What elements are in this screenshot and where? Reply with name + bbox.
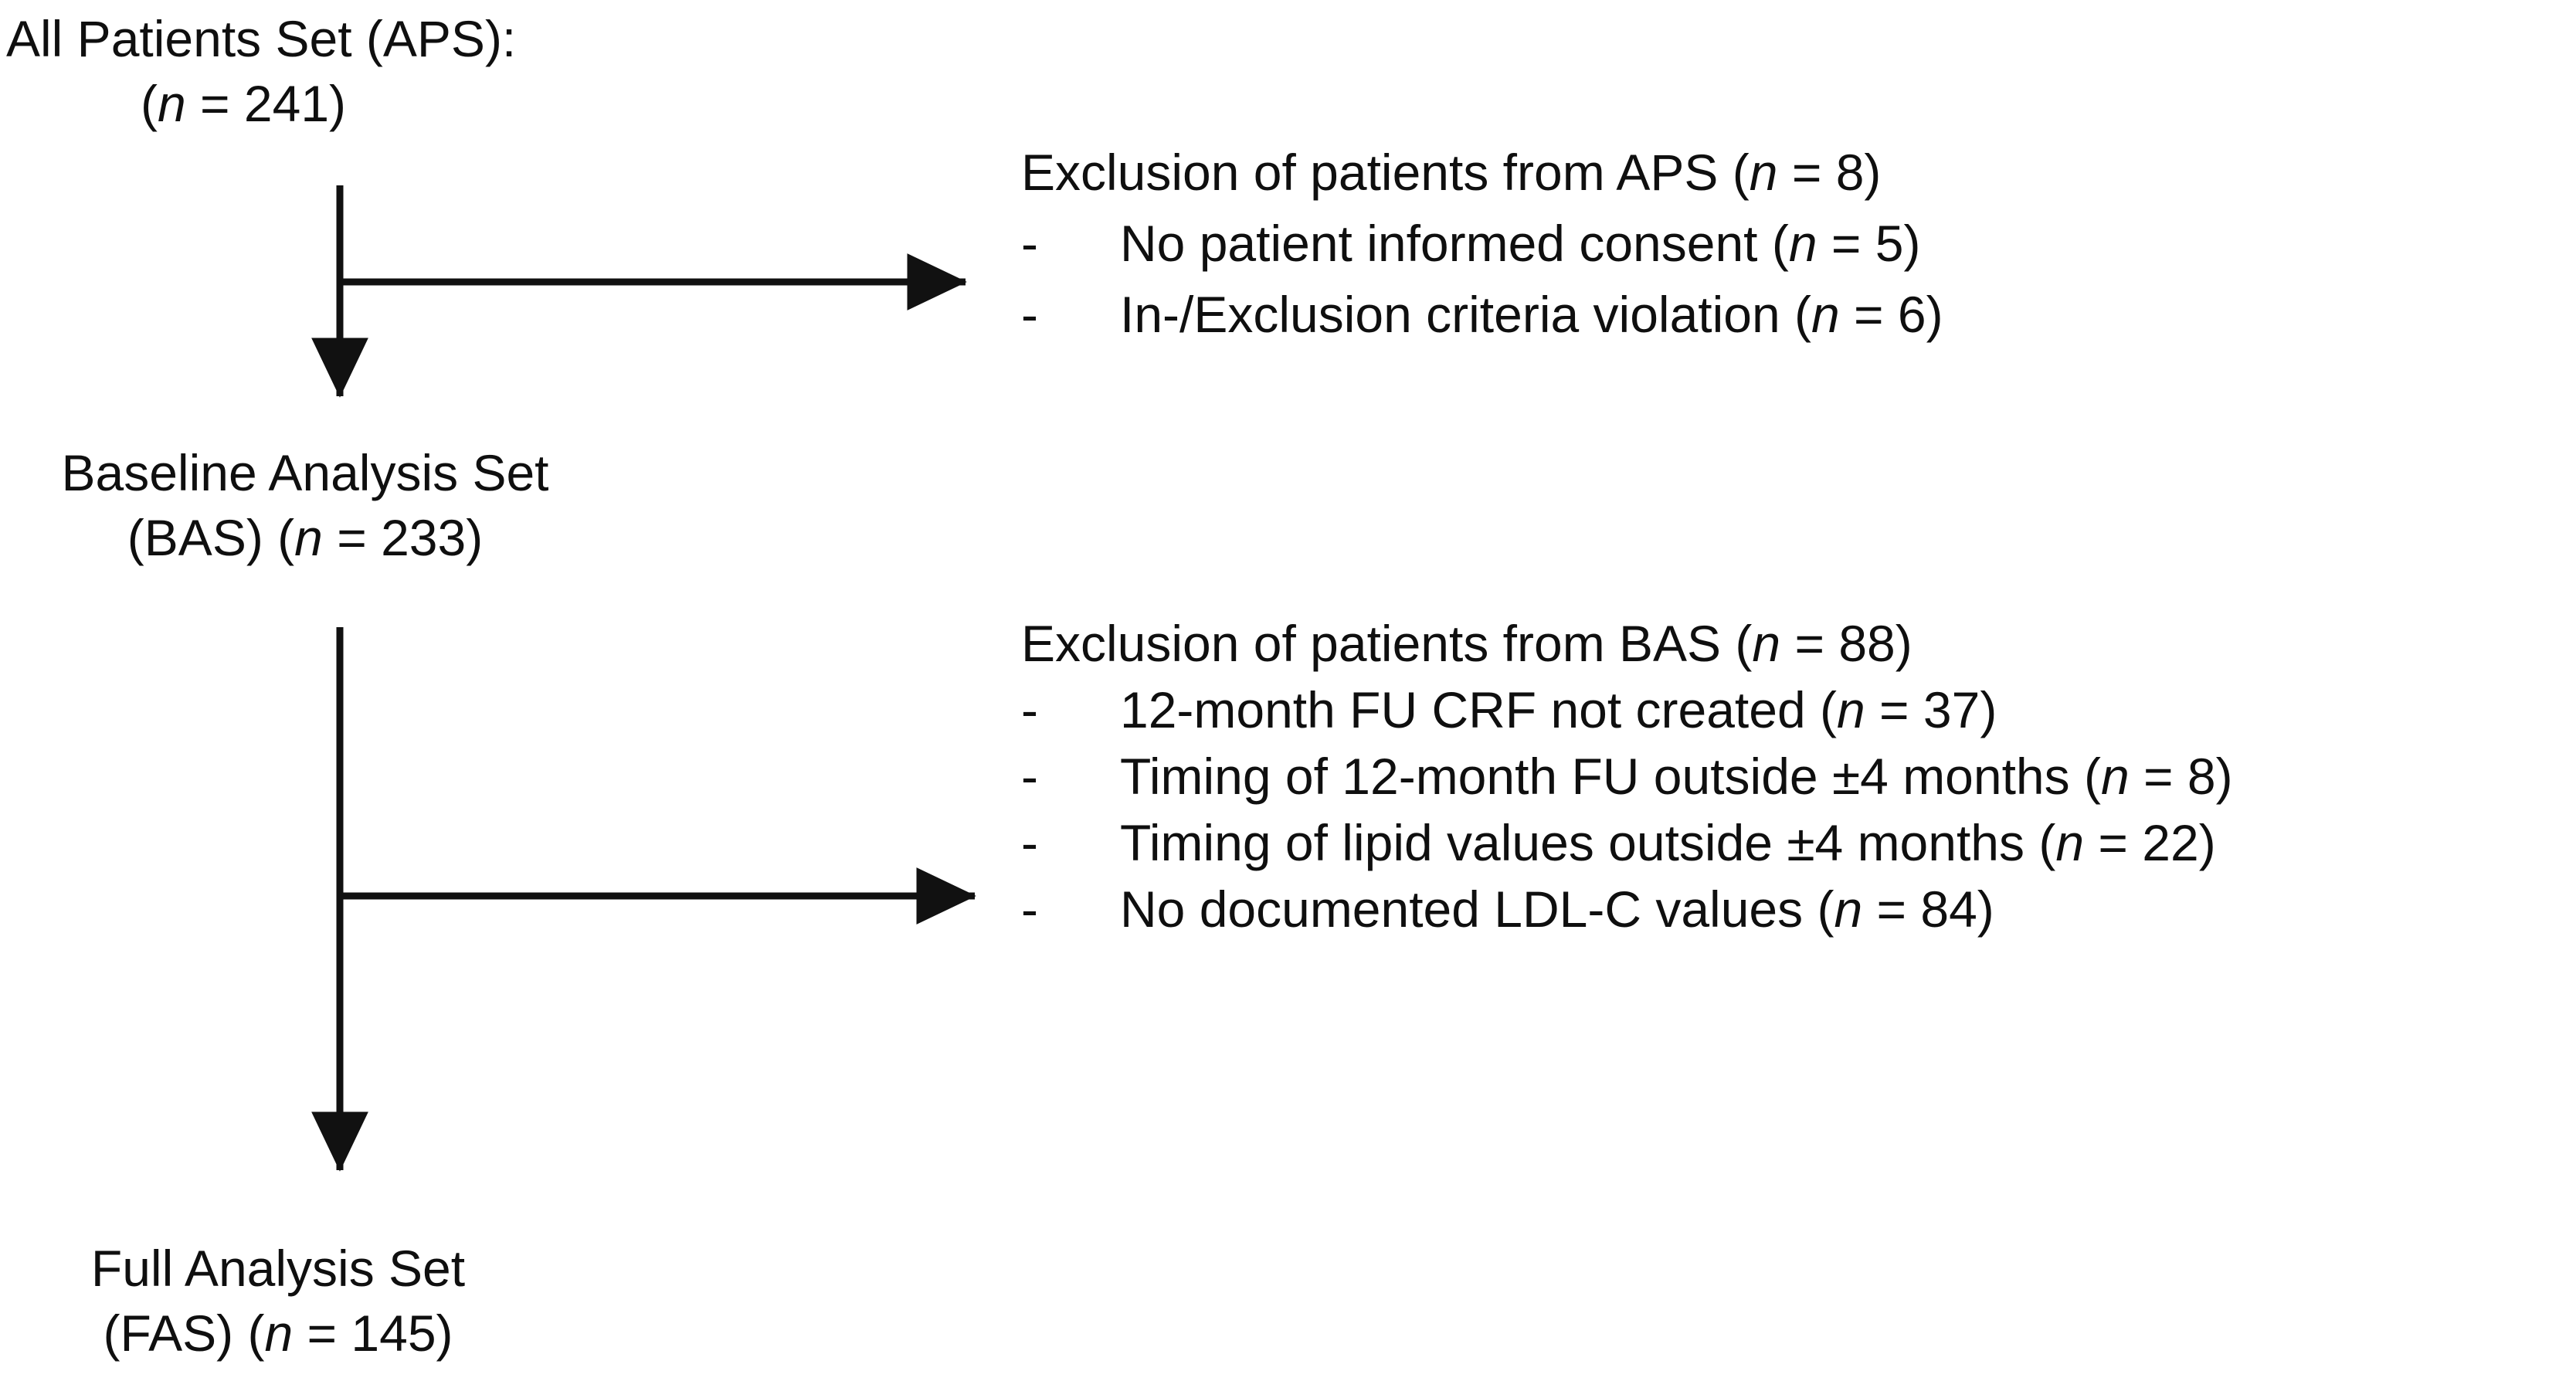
- n-symbol: n: [2055, 814, 2085, 871]
- list-item-label: No patient informed consent (n = 5): [1120, 215, 1921, 272]
- n-symbol: n: [2100, 748, 2130, 805]
- n-symbol: n: [264, 1305, 294, 1362]
- list-item: - In-/Exclusion criteria violation (n = …: [1021, 289, 1943, 340]
- n-symbol: n: [1834, 881, 1863, 938]
- list-item-label: No documented LDL-C values (n = 84): [1120, 881, 1994, 938]
- list-item-label: In-/Exclusion criteria violation (n = 6): [1120, 286, 1943, 343]
- node-aps-title: All Patients Set (APS):: [6, 10, 517, 67]
- bullet-dash-icon: -: [1021, 748, 1038, 805]
- list-item: - Timing of 12-month FU outside ±4 month…: [1021, 751, 2233, 802]
- bullet-dash-icon: -: [1021, 286, 1038, 343]
- list-item-label: Timing of 12-month FU outside ±4 months …: [1120, 748, 2233, 805]
- n-symbol: n: [1811, 286, 1840, 343]
- list-item: - 12-month FU CRF not created (n = 37): [1021, 684, 2233, 735]
- node-bas-title: Baseline Analysis Set: [61, 444, 549, 501]
- list-item-label: 12-month FU CRF not created (n = 37): [1120, 681, 1997, 738]
- exclusion-block-from-bas: Exclusion of patients from BAS (n = 88) …: [1021, 618, 2233, 935]
- bullet-dash-icon: -: [1021, 215, 1038, 272]
- node-full-analysis-set: Full Analysis Set (FAS) (n = 145): [0, 1236, 680, 1366]
- bullet-dash-icon: -: [1021, 814, 1038, 871]
- node-bas-count: (BAS) (n = 233): [127, 509, 484, 567]
- node-fas-title: Full Analysis Set: [90, 1240, 466, 1297]
- exclusion-from-bas-heading: Exclusion of patients from BAS (n = 88): [1021, 615, 1912, 672]
- n-symbol: n: [294, 509, 323, 567]
- n-symbol: n: [1749, 144, 1778, 201]
- node-baseline-analysis-set: Baseline Analysis Set (BAS) (n = 233): [0, 440, 680, 571]
- exclusion-from-aps-list: - No patient informed consent (n = 5) - …: [1021, 218, 1943, 340]
- bullet-dash-icon: -: [1021, 681, 1038, 738]
- n-symbol: n: [157, 75, 186, 133]
- exclusion-from-bas-list: - 12-month FU CRF not created (n = 37) -…: [1021, 684, 2233, 935]
- n-symbol: n: [1788, 215, 1817, 272]
- list-item: - Timing of lipid values outside ±4 mont…: [1021, 817, 2233, 868]
- n-symbol: n: [1752, 615, 1781, 672]
- exclusion-from-aps-heading: Exclusion of patients from APS (n = 8): [1021, 144, 1882, 201]
- list-item: - No documented LDL-C values (n = 84): [1021, 884, 2233, 935]
- node-all-patients-set: All Patients Set (APS): (n = 241): [0, 6, 680, 137]
- bullet-dash-icon: -: [1021, 881, 1038, 938]
- node-aps-count: (n = 241): [140, 75, 347, 133]
- node-fas-count: (FAS) (n = 145): [103, 1305, 453, 1362]
- list-item: - No patient informed consent (n = 5): [1021, 218, 1943, 269]
- exclusion-block-from-aps: Exclusion of patients from APS (n = 8) -…: [1021, 147, 1943, 340]
- n-symbol: n: [1837, 681, 1865, 738]
- list-item-label: Timing of lipid values outside ±4 months…: [1120, 814, 2216, 871]
